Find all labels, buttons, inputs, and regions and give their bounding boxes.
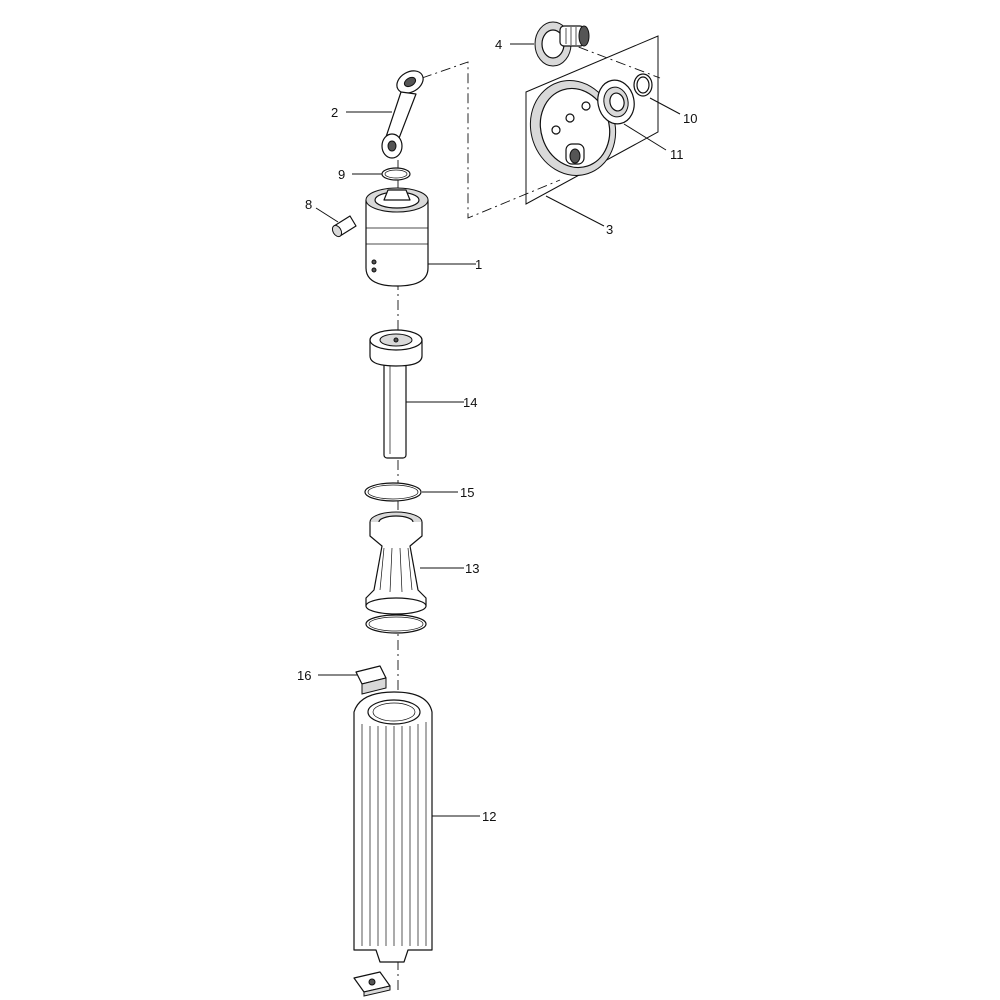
clip-bottom <box>353 971 391 997</box>
valve-cage <box>365 511 427 634</box>
gear-plate-frame <box>525 35 659 205</box>
pinion-gear <box>534 21 590 67</box>
o-ring-15 <box>364 482 422 502</box>
piston <box>365 187 429 287</box>
callout-14: 14 <box>463 395 477 410</box>
retaining-ring <box>633 73 653 97</box>
callout-15: 15 <box>460 485 474 500</box>
callout-12: 12 <box>482 809 496 824</box>
bearing <box>597 79 635 125</box>
plunger-shaft <box>369 329 423 459</box>
callout-16: 16 <box>297 668 311 683</box>
cylinder-housing <box>353 691 433 963</box>
clip-top <box>355 665 387 695</box>
o-ring-9 <box>381 167 411 181</box>
callout-10: 10 <box>683 111 697 126</box>
centerlines <box>397 39 661 990</box>
leader-lines <box>315 43 681 817</box>
piston-pin <box>331 215 357 238</box>
callout-13: 13 <box>465 561 479 576</box>
callout-11: 11 <box>670 147 684 162</box>
callout-2: 2 <box>331 105 338 120</box>
callout-1: 1 <box>475 257 482 272</box>
callout-labels: 1 2 3 4 8 9 10 11 12 13 14 15 16 <box>297 37 697 824</box>
connecting-rod <box>381 70 424 159</box>
large-gear <box>529 80 617 176</box>
callout-8: 8 <box>305 197 312 212</box>
callout-9: 9 <box>338 167 345 182</box>
callout-3: 3 <box>606 222 613 237</box>
callout-4: 4 <box>495 37 502 52</box>
